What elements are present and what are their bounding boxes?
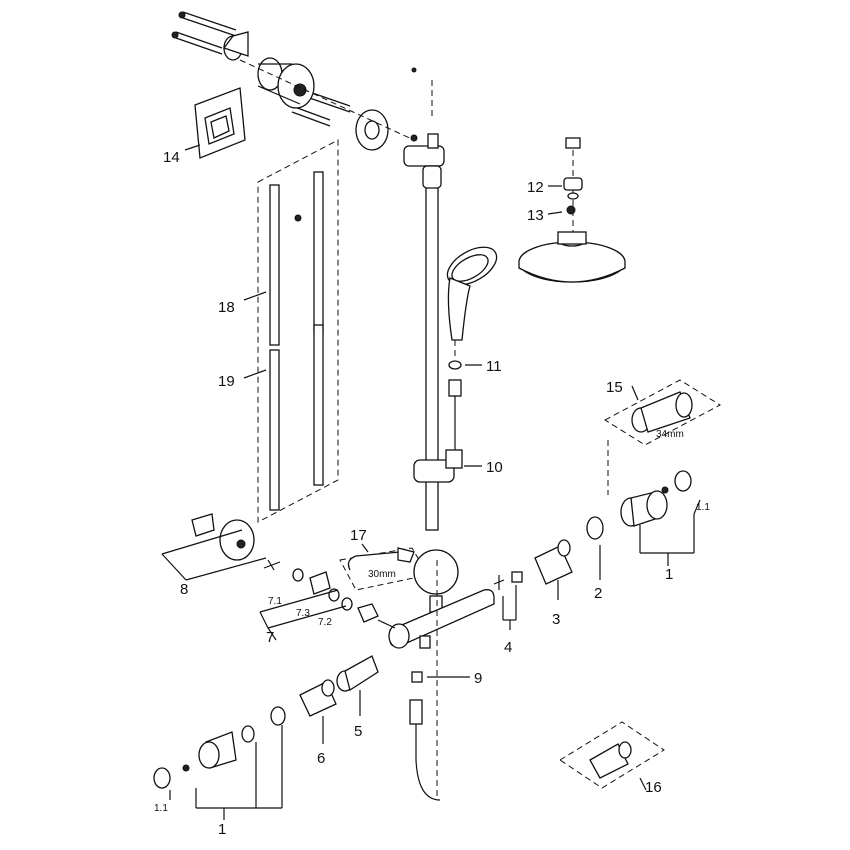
label-19: 19 bbox=[218, 373, 235, 390]
part-4-nut: 4 bbox=[493, 571, 523, 656]
part-3-cartridge: 3 bbox=[534, 539, 573, 628]
label-1-left: 1 bbox=[218, 821, 226, 838]
label-1-1-right: 1.1 bbox=[696, 502, 710, 513]
part-16-spare-cartridge: 16 bbox=[559, 721, 665, 796]
label-1-right: 1 bbox=[665, 566, 673, 583]
head-shower: 12 13 bbox=[518, 177, 626, 283]
part-9-nipple: 9 bbox=[409, 560, 482, 801]
label-13: 13 bbox=[527, 207, 544, 224]
label-7-2: 7.2 bbox=[318, 617, 332, 628]
label-15: 15 bbox=[606, 379, 623, 396]
part-10-slider: 10 bbox=[413, 449, 503, 483]
wall-mount-assembly bbox=[171, 11, 415, 151]
label-11: 11 bbox=[486, 358, 502, 375]
dim-30mm: 30mm bbox=[368, 569, 396, 580]
part-8-flange: 8 bbox=[161, 513, 281, 598]
label-9: 9 bbox=[474, 670, 482, 687]
part-17-wrench: 30mm 17 bbox=[339, 527, 429, 591]
label-2: 2 bbox=[594, 585, 602, 602]
label-7: 7 bbox=[266, 629, 274, 646]
label-18: 18 bbox=[218, 299, 235, 316]
part-6-cartridge: 6 bbox=[299, 679, 337, 767]
part-11-hose-washer: 11 bbox=[448, 340, 502, 455]
part-7-check-valve: 7.1 7.3 7.2 7 bbox=[259, 568, 379, 646]
label-8: 8 bbox=[180, 581, 188, 598]
label-7-1: 7.1 bbox=[268, 596, 282, 607]
part-18-19-rail-panel: 18 19 bbox=[218, 139, 339, 523]
label-17: 17 bbox=[350, 527, 367, 544]
part-1-right-handle: 1.1 1 bbox=[620, 470, 710, 583]
thermostat-body bbox=[377, 549, 495, 649]
label-6: 6 bbox=[317, 750, 325, 767]
dim-34mm: 34mm bbox=[656, 429, 684, 440]
label-4: 4 bbox=[504, 639, 512, 656]
part-15-handle: 34mm 15 bbox=[604, 379, 721, 495]
part-2-ring: 2 bbox=[586, 516, 604, 602]
label-5: 5 bbox=[354, 723, 362, 740]
label-14: 14 bbox=[163, 149, 180, 166]
hand-shower bbox=[446, 246, 498, 341]
label-16: 16 bbox=[645, 779, 662, 796]
shower-arm bbox=[411, 42, 582, 240]
shower-rail bbox=[422, 165, 442, 531]
label-10: 10 bbox=[486, 459, 503, 476]
label-12: 12 bbox=[527, 179, 544, 196]
label-3: 3 bbox=[552, 611, 560, 628]
label-1-1-left: 1.1 bbox=[154, 803, 168, 814]
label-7-3: 7.3 bbox=[296, 608, 310, 619]
part-14-adapter-plate: 14 bbox=[163, 87, 246, 166]
part-5-sleeve: 5 bbox=[336, 655, 379, 740]
rail-top-bracket bbox=[403, 133, 445, 167]
part-1-left-handle: 1.1 1 bbox=[153, 706, 286, 838]
